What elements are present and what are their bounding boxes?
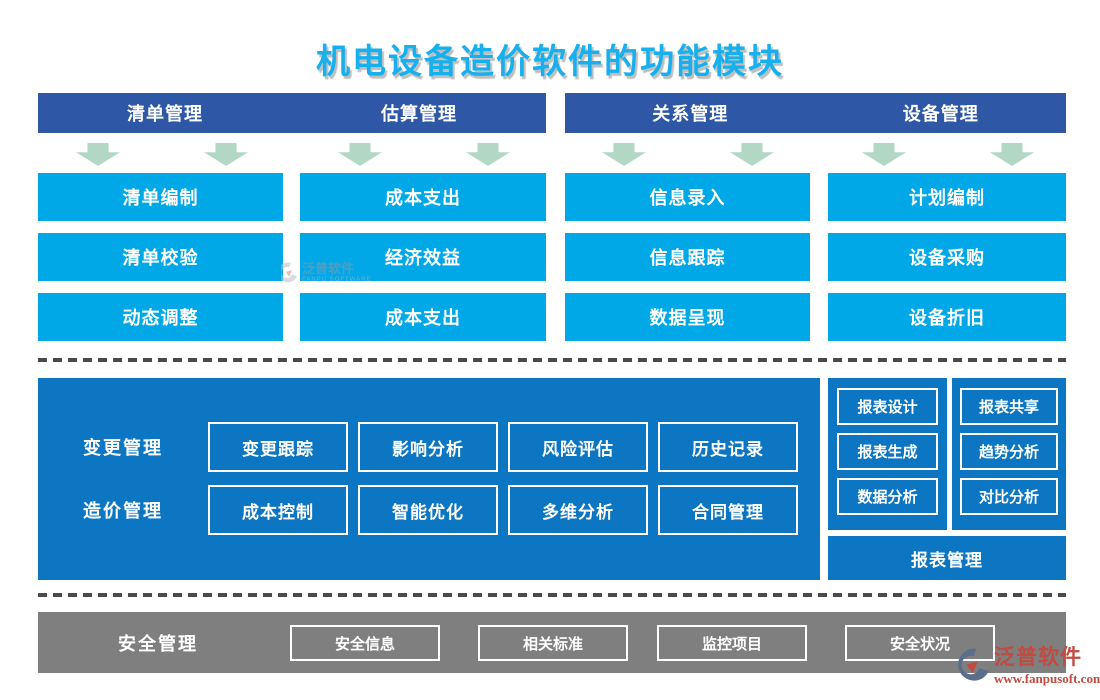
row-label: 造价管理 — [83, 501, 163, 521]
dashed-divider — [38, 593, 1066, 597]
fanpu-watermark: 泛普软件 FANPU SOFTWARE — [281, 262, 371, 284]
module-box: 信息录入 — [565, 173, 810, 221]
report-box: 趋势分析 — [960, 433, 1058, 470]
dashed-divider — [38, 358, 1066, 362]
feature-box: 智能优化 — [358, 485, 498, 535]
change-cost-panel: 变更管理 变更跟踪 影响分析 风险评估 历史记录 造价管理 成本控制 智能优化 … — [38, 378, 820, 580]
fanpu-logo-icon — [958, 648, 989, 681]
module-box: 经济效益 — [300, 233, 546, 281]
module-box: 计划编制 — [828, 173, 1066, 221]
security-box: 安全状况 — [845, 625, 995, 661]
report-footer-bar: 报表管理 — [828, 536, 1066, 580]
watermark-subtext: FANPU SOFTWARE — [302, 277, 372, 283]
header-bar-left: 清单管理 估算管理 — [38, 93, 546, 133]
security-bar: 安全管理 安全信息 相关标准 监控项目 安全状况 — [38, 612, 1066, 673]
report-box: 数据分析 — [837, 478, 938, 515]
header-label: 关系管理 — [652, 104, 729, 124]
page-title: 机电设备造价软件的功能模块 — [316, 43, 784, 81]
security-box: 监控项目 — [657, 625, 807, 661]
module-box: 成本支出 — [300, 293, 546, 341]
report-box: 报表生成 — [837, 433, 938, 470]
fanpu-logo-icon — [281, 262, 297, 283]
report-panel-left: 报表设计 报表生成 数据分析 — [828, 378, 947, 530]
down-arrow-icon — [730, 143, 774, 166]
module-box: 清单校验 — [38, 233, 283, 281]
row-label: 变更管理 — [83, 438, 163, 458]
header-bar-right: 关系管理 设备管理 — [565, 93, 1066, 133]
feature-box: 风险评估 — [508, 422, 648, 472]
down-arrow-icon — [338, 143, 382, 166]
module-box: 成本支出 — [300, 173, 546, 221]
down-arrow-icon — [602, 143, 646, 166]
module-box: 数据呈现 — [565, 293, 810, 341]
module-box: 清单编制 — [38, 173, 283, 221]
down-arrow-icon — [76, 143, 120, 166]
fanpu-url: www.fanpusoft.com — [994, 671, 1100, 686]
header-label: 清单管理 — [127, 104, 203, 124]
module-box: 动态调整 — [38, 293, 283, 341]
down-arrow-icon — [862, 143, 906, 166]
security-label: 安全管理 — [118, 633, 198, 654]
fanpu-logo: 泛普软件 www.fanpusoft.com — [958, 647, 1100, 685]
feature-box: 合同管理 — [658, 485, 798, 535]
report-box: 报表共享 — [960, 388, 1058, 425]
watermark-text: 泛普软件 — [302, 261, 355, 276]
down-arrow-icon — [466, 143, 510, 166]
header-label: 估算管理 — [381, 104, 457, 124]
down-arrow-icon — [204, 143, 248, 166]
feature-box: 影响分析 — [358, 422, 498, 472]
feature-box: 多维分析 — [508, 485, 648, 535]
feature-box: 变更跟踪 — [208, 422, 348, 472]
report-panel-right: 报表共享 趋势分析 对比分析 — [952, 378, 1066, 530]
security-box: 相关标准 — [478, 625, 628, 661]
report-box: 报表设计 — [837, 388, 938, 425]
down-arrow-icon — [990, 143, 1034, 166]
module-box: 信息跟踪 — [565, 233, 810, 281]
header-label: 设备管理 — [902, 104, 979, 124]
security-box: 安全信息 — [290, 625, 440, 661]
module-box: 设备采购 — [828, 233, 1066, 281]
report-box: 对比分析 — [960, 478, 1058, 515]
feature-box: 历史记录 — [658, 422, 798, 472]
module-box: 设备折旧 — [828, 293, 1066, 341]
feature-box: 成本控制 — [208, 485, 348, 535]
fanpu-brand-text: 泛普软件 — [994, 646, 1082, 669]
